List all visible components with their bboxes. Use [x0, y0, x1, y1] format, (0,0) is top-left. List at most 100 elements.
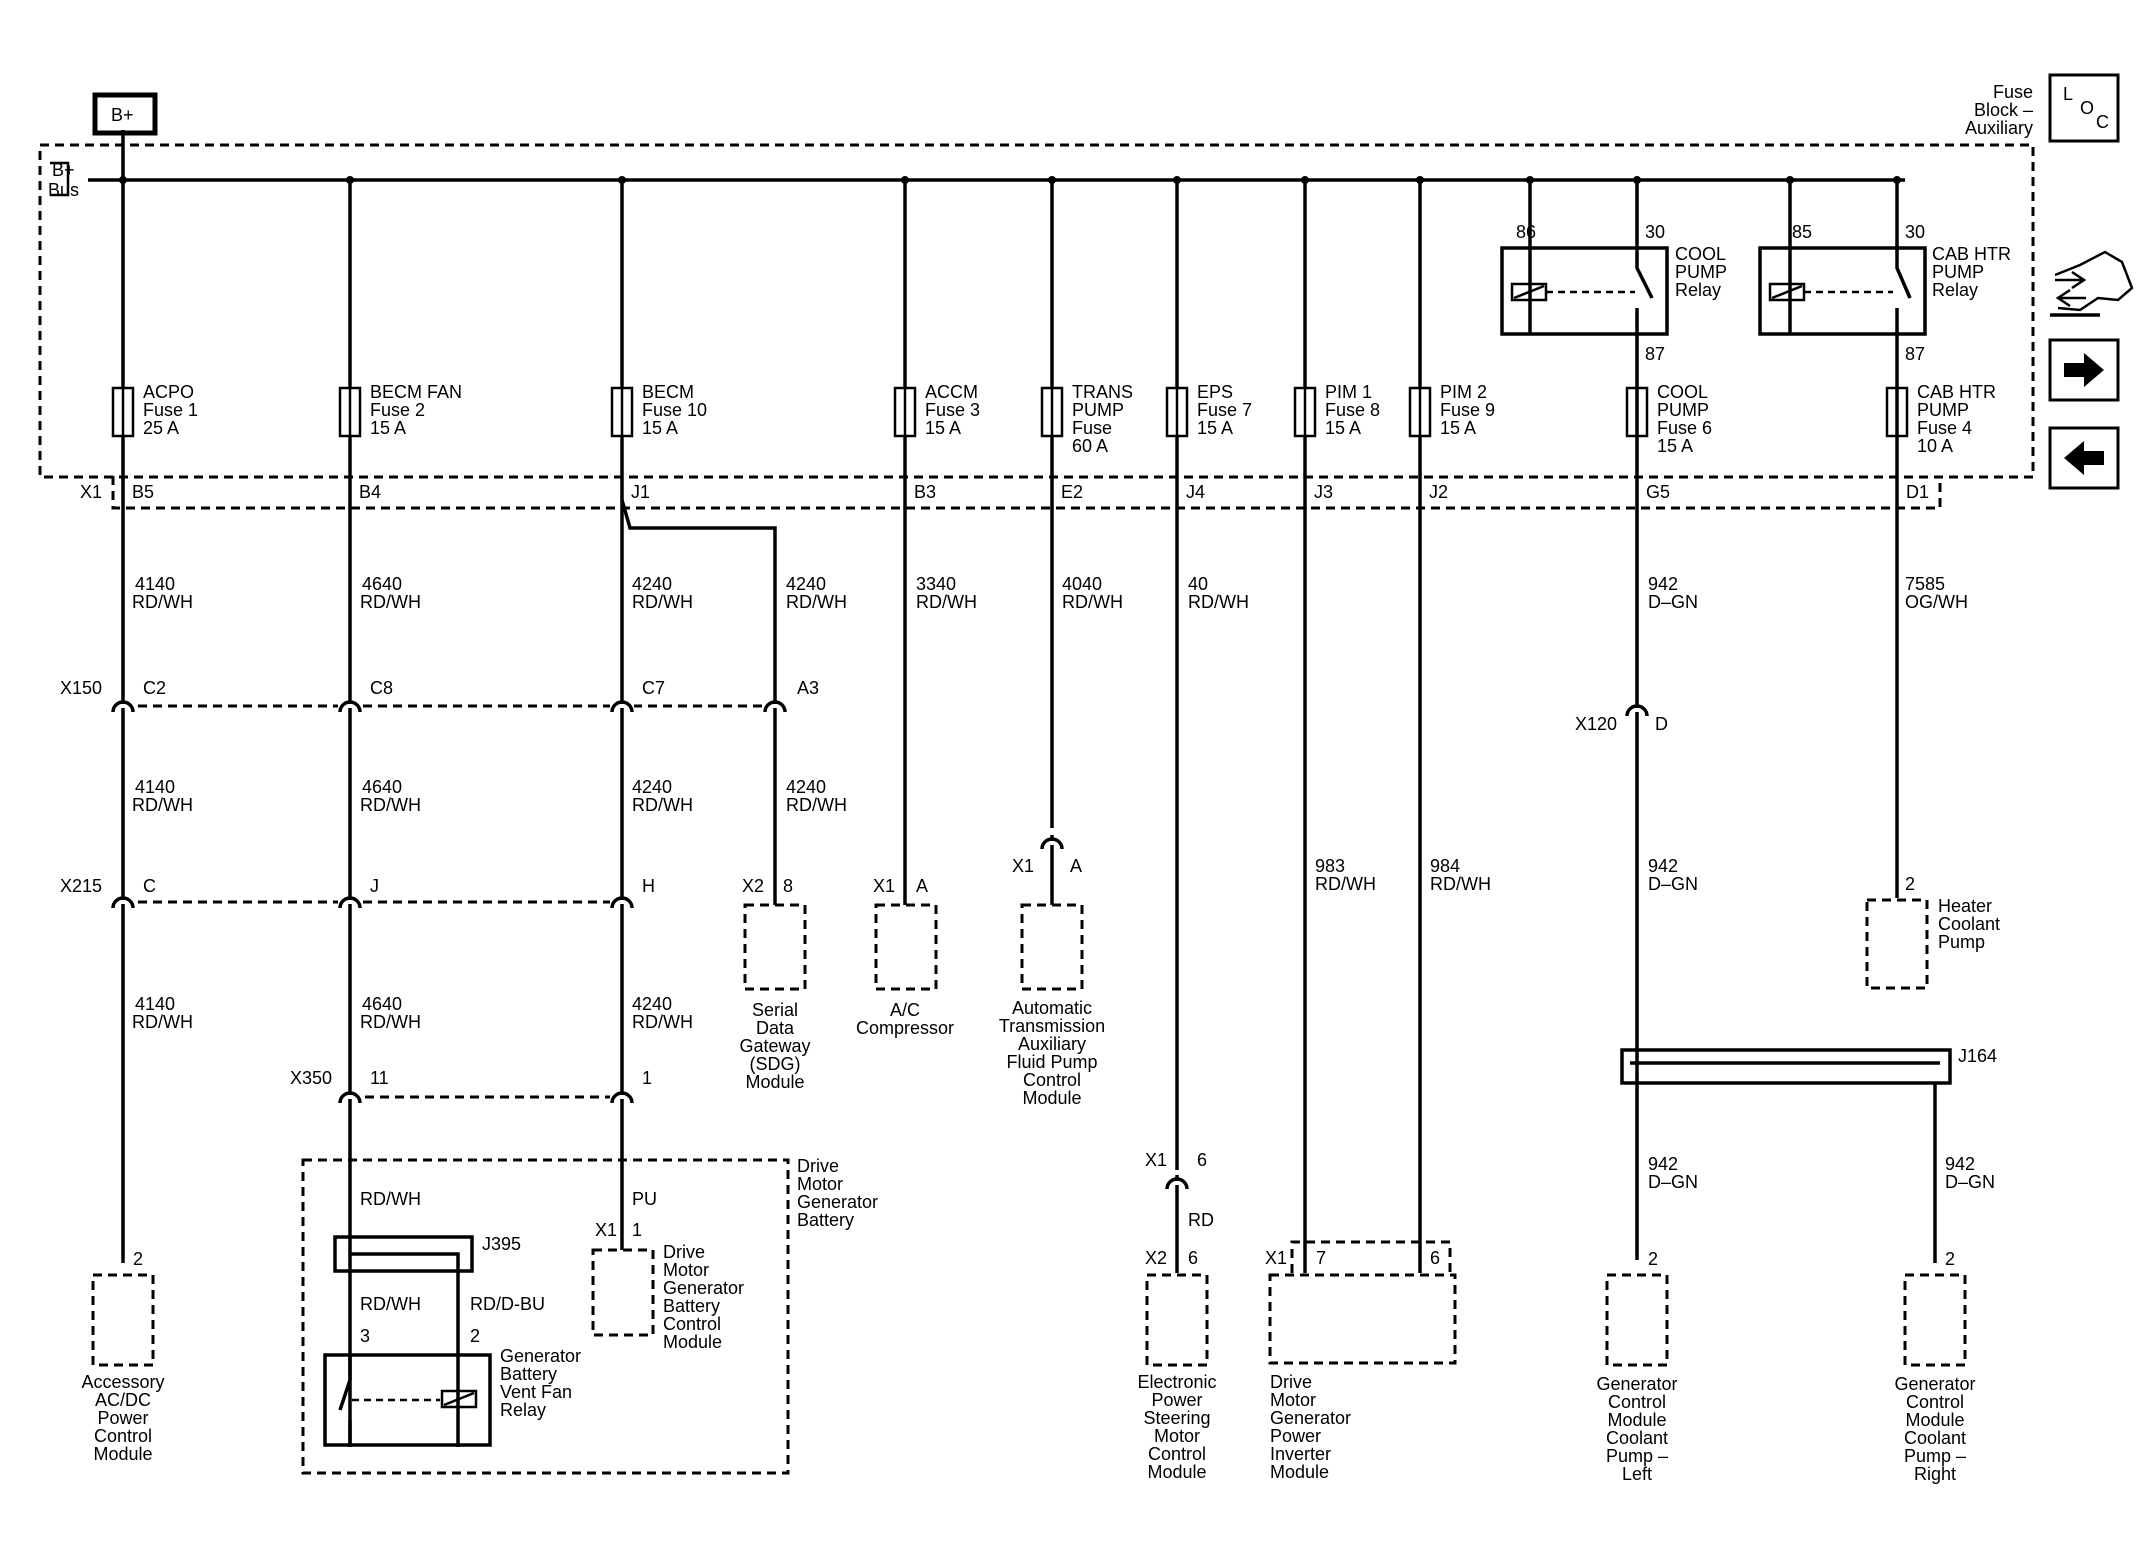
- x120-label: X120: [1575, 714, 1617, 734]
- x350-label: X350: [290, 1068, 332, 1088]
- dmgb-wire-pu: PU: [632, 1189, 657, 1209]
- heater-l1: Heater: [1938, 896, 1992, 916]
- eps-label: Electronic Power Steering Motor Control …: [1137, 1372, 1216, 1482]
- sdg-l1: Serial: [752, 1000, 798, 1020]
- gcmL-l6: Left: [1622, 1464, 1652, 1484]
- x215-pin-c: C: [143, 876, 156, 896]
- gcmR-l2: Control: [1906, 1392, 1964, 1412]
- connector-pin-symbol: [111, 894, 135, 920]
- x1-pin: J4: [1186, 482, 1205, 502]
- fuse-label: 15 A: [1440, 418, 1476, 438]
- fuse-label: PIM 1: [1325, 382, 1372, 402]
- x150-pin-a3: A3: [797, 678, 819, 698]
- dmgbcm-l3: Generator: [663, 1278, 744, 1298]
- wiring-icon[interactable]: [2050, 250, 2134, 317]
- trans-l2: Transmission: [999, 1016, 1105, 1036]
- loc-c: C: [2096, 112, 2109, 132]
- w4640-c-num: 4640: [362, 994, 402, 1014]
- x1-header-label: X1: [80, 482, 102, 502]
- pim-l1: Drive: [1270, 1372, 1312, 1392]
- bus-label-1: B+: [52, 160, 75, 180]
- cool-pump-relay: 86 30 87 COOL PUMP Relay: [1500, 180, 1727, 364]
- w4240-a-num: 4240: [632, 574, 672, 594]
- w40-num: 40: [1188, 574, 1208, 594]
- x150-pin-c2: C2: [143, 678, 166, 698]
- x1-pin: J3: [1314, 482, 1333, 502]
- accessory-l4: Control: [94, 1426, 152, 1446]
- gbvfr-coil-line: [443, 1391, 475, 1407]
- accessory-l1: Accessory: [81, 1372, 164, 1392]
- dmgbcm-l2: Motor: [663, 1260, 709, 1280]
- w4240-b-num: 4240: [786, 574, 826, 594]
- w983-num: 983: [1315, 856, 1345, 876]
- gcmL-l2: Control: [1608, 1392, 1666, 1412]
- trans-pin: A: [1070, 856, 1082, 876]
- w4040-num: 4040: [1062, 574, 1102, 594]
- cab-htr-pump-relay: 85 30 87 CAB HTR PUMP Relay: [1758, 180, 2011, 364]
- gbvfr-coil: [440, 1389, 478, 1409]
- w7585-num: 7585: [1905, 574, 1945, 594]
- ac-pin: A: [916, 876, 928, 896]
- cool-relay-pin-86: 86: [1516, 222, 1536, 242]
- w984-col: RD/WH: [1430, 874, 1491, 894]
- connector-pin-symbol: [111, 698, 135, 724]
- w942-c-col: D–GN: [1648, 1172, 1698, 1192]
- w942-d-col: D–GN: [1945, 1172, 1995, 1192]
- ac-x1: X1: [873, 876, 895, 896]
- eps-box: [1145, 1273, 1209, 1367]
- pim-box: [1268, 1273, 1457, 1365]
- x150-pin-c7: C7: [642, 678, 665, 698]
- dmgbcm-l1: Drive: [663, 1242, 705, 1262]
- gcmL-l4: Coolant: [1606, 1428, 1668, 1448]
- bus-junction: [346, 176, 354, 184]
- w4240-c-col: RD/WH: [632, 795, 693, 815]
- loc-button[interactable]: L O C: [2048, 73, 2120, 143]
- w4640-c-col: RD/WH: [360, 1012, 421, 1032]
- connector-pin-symbol: [338, 894, 362, 920]
- cab-relay-label-1: CAB HTR: [1932, 244, 2011, 264]
- x1-pin: J2: [1429, 482, 1448, 502]
- gcmR-l4: Coolant: [1904, 1428, 1966, 1448]
- wire-becm-branch: [620, 499, 777, 905]
- fuse-label: 10 A: [1917, 436, 1953, 456]
- gcm-left-box: [1605, 1273, 1669, 1367]
- dmgbcm-label: Drive Motor Generator Battery Control Mo…: [663, 1242, 744, 1352]
- connector-pin-symbol: [338, 1089, 362, 1115]
- x1-pin: B5: [132, 482, 154, 502]
- fuse-label: 15 A: [1325, 418, 1361, 438]
- heater-pump-box: [1865, 898, 1929, 990]
- cool-relay-pin-87: 87: [1645, 344, 1665, 364]
- fuse-block-label-2: Block –: [1974, 100, 2033, 120]
- w4640-a-num: 4640: [362, 574, 402, 594]
- ac-l2: Compressor: [856, 1018, 954, 1038]
- pim-pin-6: 6: [1430, 1248, 1440, 1268]
- fuse-label: Fuse 9: [1440, 400, 1495, 420]
- sdg-label: Serial Data Gateway (SDG) Module: [739, 1000, 810, 1092]
- pim-l3: Generator: [1270, 1408, 1351, 1428]
- w4640-b-col: RD/WH: [360, 795, 421, 815]
- arrow-right-icon[interactable]: [2048, 338, 2120, 402]
- w3340-num: 3340: [916, 574, 956, 594]
- gbvfr-l2: Battery: [500, 1364, 557, 1384]
- dmgb-l2: Motor: [797, 1174, 843, 1194]
- w40-col: RD/WH: [1188, 592, 1249, 612]
- w4140-b-num: 4140: [135, 777, 175, 797]
- fuse-label: BECM: [642, 382, 694, 402]
- pim-x1: X1: [1265, 1248, 1287, 1268]
- fuse-label: Fuse 8: [1325, 400, 1380, 420]
- fuse-label: Fuse: [1072, 418, 1112, 438]
- bus-bracket: [50, 161, 70, 197]
- eps-l2: Power: [1151, 1390, 1202, 1410]
- eps-pin-6b: 6: [1188, 1248, 1198, 1268]
- pim-connector: [1290, 1240, 1452, 1273]
- gbvfr-l4: Relay: [500, 1400, 546, 1420]
- w4140-a-col: RD/WH: [132, 592, 193, 612]
- w4240-e-col: RD/WH: [632, 1012, 693, 1032]
- cab-relay-pin-85: 85: [1792, 222, 1812, 242]
- arrow-left-icon[interactable]: [2048, 426, 2120, 490]
- dmgbcm-l5: Control: [663, 1314, 721, 1334]
